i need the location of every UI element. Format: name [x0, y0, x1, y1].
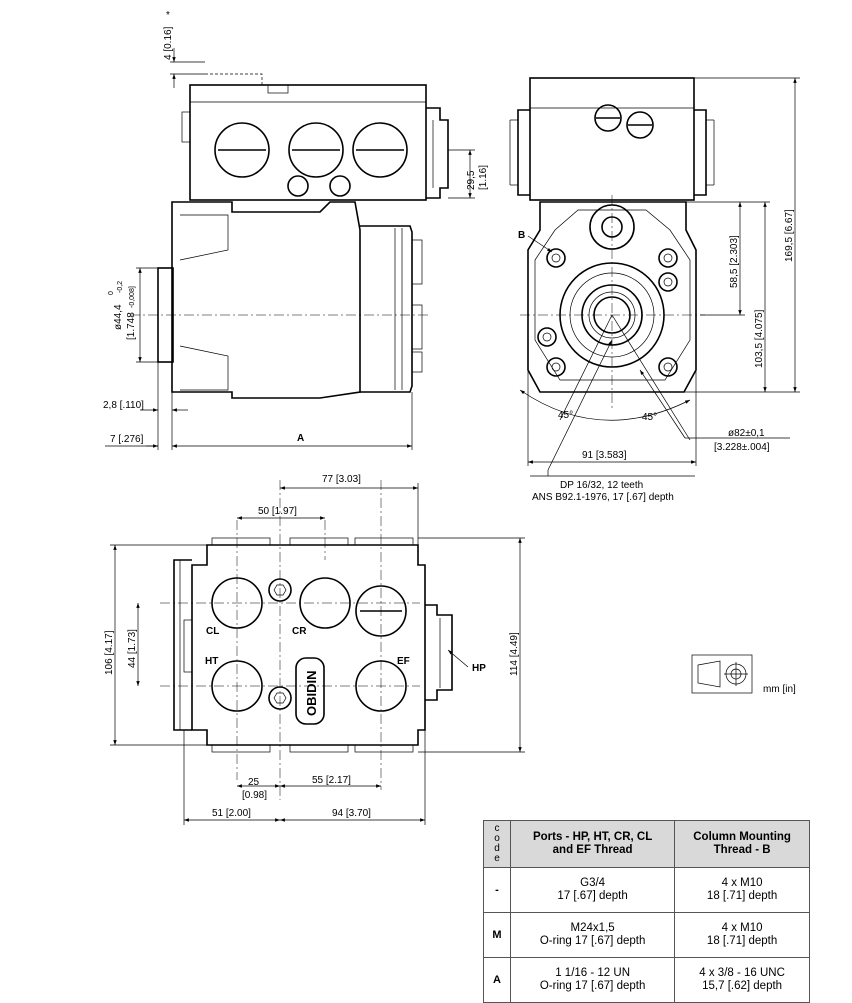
table-row: A 1 1/16 - 12 UN O-ring 17 [.67] depth 4… — [483, 957, 810, 1003]
dim-51: 51 [2.00] — [212, 808, 251, 819]
dim-top-offset: 4 [0.16] — [163, 26, 174, 60]
thread-spec-table: c o d e Ports - HP, HT, CR, CL and EF Th… — [483, 820, 810, 1003]
row-mount-thread: 4 x 3/8 - 16 UNC 15,7 [.62] depth — [674, 957, 810, 1003]
dim-port-height-in: [1.16] — [478, 165, 489, 190]
port-label-ef: EF — [397, 656, 410, 667]
table-row: - G3/4 17 [.67] depth 4 x M10 18 [.71] d… — [483, 867, 810, 913]
dim-port-offset-25-in: [0.98] — [242, 790, 267, 801]
row-ports-thread: 1 1/16 - 12 UN O-ring 17 [.67] depth — [509, 957, 676, 1003]
dim-angle-left: 45° — [558, 410, 573, 421]
dim-94: 94 [3.70] — [332, 808, 371, 819]
dim-pilot-depth: 7 [.276] — [110, 434, 144, 445]
port-label-hp: HP — [472, 663, 486, 674]
units-label: mm [in] — [763, 684, 796, 695]
dim-pilot-dia-in-tol: -0,008] — [129, 286, 136, 308]
row-code: - — [483, 867, 511, 913]
dim-pilot-tol-lower: -0,2 — [117, 281, 124, 293]
port-label-cl: CL — [206, 626, 219, 637]
table-header-row: c o d e Ports - HP, HT, CR, CL and EF Th… — [483, 820, 810, 868]
projection-symbol: mm [in] — [691, 654, 796, 695]
dim-port-span: 77 [3.03] — [322, 474, 361, 485]
row-ports-thread: G3/4 17 [.67] depth — [509, 867, 676, 913]
dim-pilot-tol-upper: 0 — [108, 291, 115, 295]
port-label-cr: CR — [292, 626, 307, 637]
dim-bolt-circle: ø82±0,1 — [728, 428, 765, 439]
dim-angle-right: 45° — [642, 412, 657, 423]
row-mount-thread: 4 x M10 18 [.71] depth — [674, 867, 810, 913]
dim-pilot-dia: ø44,4 — [113, 304, 124, 330]
dim-body-height-114: 114 [4.49] — [509, 632, 520, 676]
dim-port-height: 29,5 — [466, 170, 477, 190]
port-label-ht: HT — [205, 656, 218, 667]
dim-overall-height: 169,5 [6.67] — [784, 209, 795, 262]
dim-height-upper: 58,5 [2.303] — [729, 235, 740, 288]
row-mount-thread: 4 x M10 18 [.71] depth — [674, 912, 810, 958]
ports-column-header: Ports - HP, HT, CR, CL and EF Thread — [509, 820, 676, 868]
spline-spec-1: DP 16/32, 12 teeth — [560, 480, 643, 491]
brand-label: OBIDIN — [304, 671, 319, 717]
side-view: 4 [0.16] * 29,5 [1.16] ø44,4 0 -0,2 [1.7… — [103, 10, 489, 450]
label-mount-b: B — [518, 230, 525, 241]
end-view: 45° 45° B 58,5 [2.303] 103,5 [4.075] 169… — [509, 77, 800, 503]
row-code: M — [483, 912, 511, 958]
dim-port-offset-25: 25 — [248, 777, 260, 788]
dim-flange-thickness: 2,8 [.110] — [103, 400, 144, 411]
dim-bolt-circle-in: [3.228±.004] — [714, 442, 770, 453]
dim-body-height-106: 106 [4.17] — [104, 630, 115, 675]
code-column-header: c o d e — [483, 820, 511, 868]
dim-height-lower: 103,5 [4.075] — [754, 309, 765, 368]
dim-top-offset-star: * — [166, 10, 170, 21]
mount-column-header: Column Mounting Thread - B — [674, 820, 810, 868]
dim-length-a: A — [297, 433, 304, 444]
table-row: M M24x1,5 O-ring 17 [.67] depth 4 x M10 … — [483, 912, 810, 958]
row-ports-thread: M24x1,5 O-ring 17 [.67] depth — [509, 912, 676, 958]
dim-port-pitch-55: 55 [2.17] — [312, 775, 351, 786]
dim-pilot-dia-in: [1.748 — [126, 312, 137, 340]
ports-view: OBIDIN CL CR HT EF HP 77 [3.03] 50 [1.97… — [104, 474, 525, 825]
dim-port-pitch: 50 [1.97] — [258, 506, 297, 517]
dim-port-row-44: 44 [1.73] — [127, 629, 138, 668]
dim-flange-width: 91 [3.583] — [582, 450, 627, 461]
row-code: A — [483, 957, 511, 1003]
spline-spec-2: ANS B92.1-1976, 17 [.67] depth — [532, 492, 674, 503]
